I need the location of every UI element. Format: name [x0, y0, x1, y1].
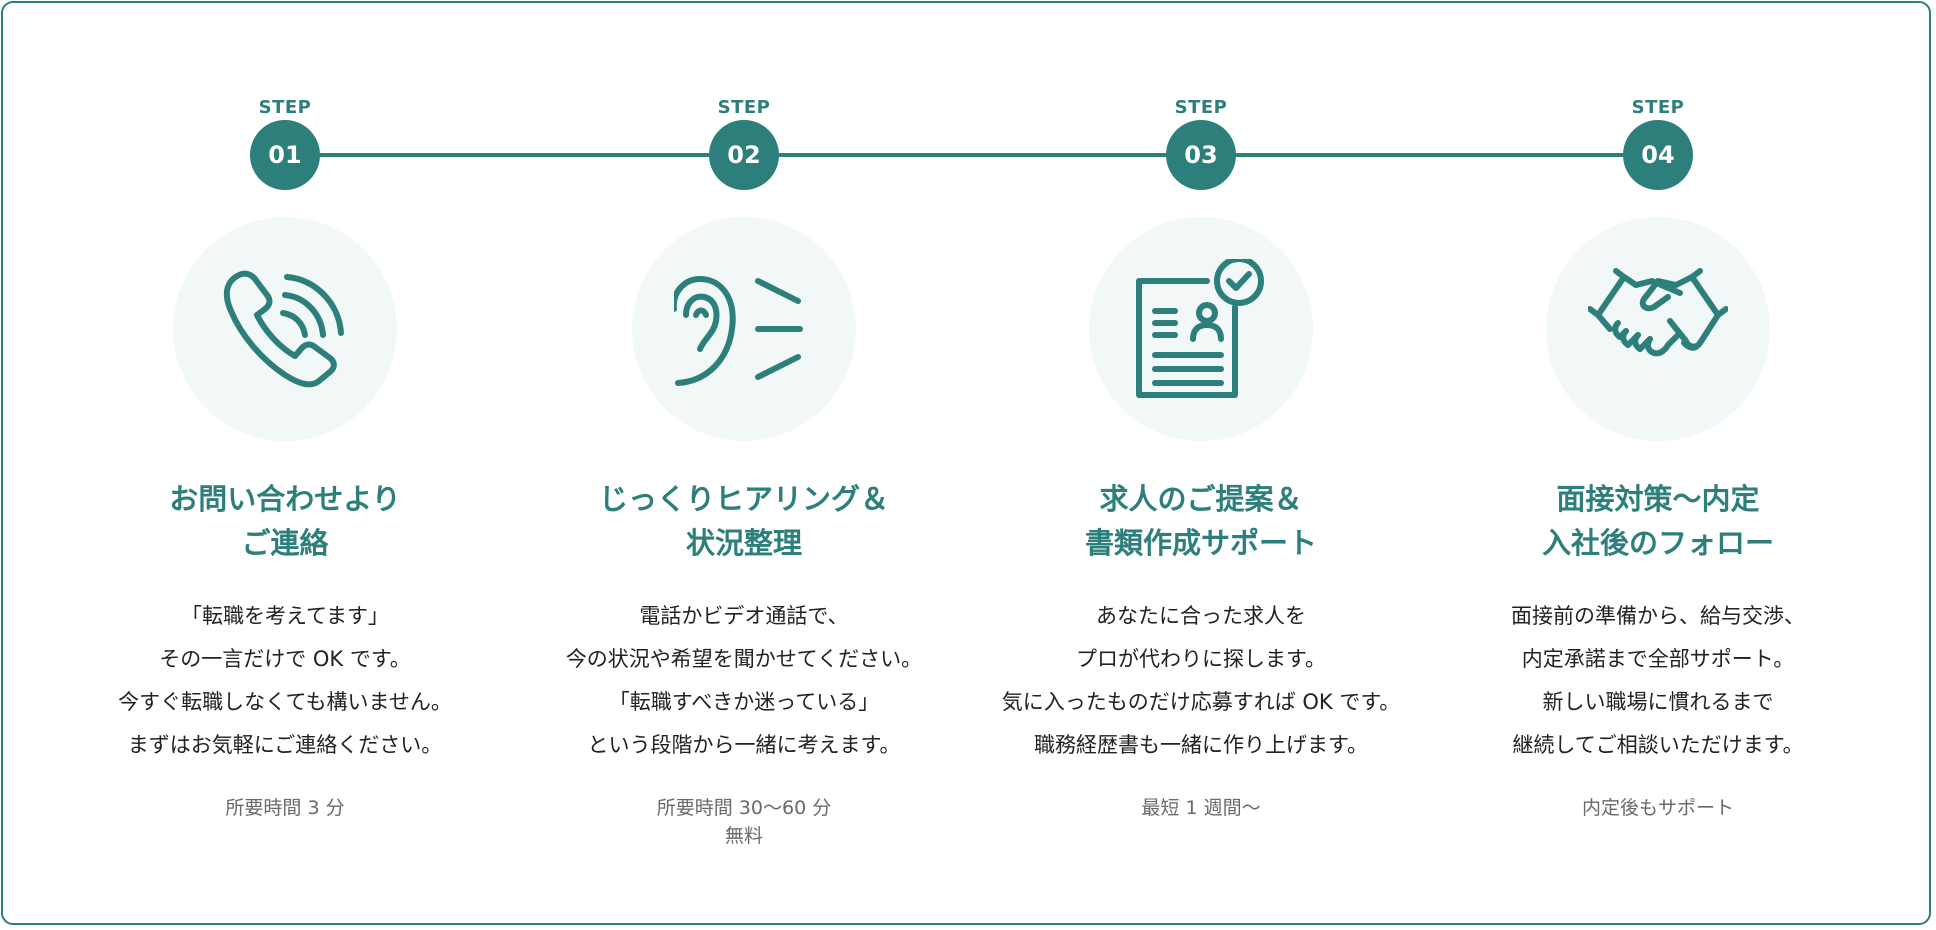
icon-circle: [632, 217, 856, 441]
timeline-line: [285, 153, 1659, 157]
step-note: 所要時間 3 分: [225, 797, 345, 819]
icon-circle: [1546, 217, 1770, 441]
step-label: STEP: [717, 97, 771, 118]
step-description: 面接前の準備から、給与交渉、 内定承諾まで全部サポート。 新しい職場に慣れるまで…: [1511, 604, 1805, 757]
step-title: 求人のご提案＆ 書類作成サポート: [1084, 482, 1317, 560]
handshake-icon: [1588, 268, 1728, 357]
step-note: 最短 1 週間〜: [1141, 797, 1261, 819]
step-title: じっくりヒアリング＆ 状況整理: [598, 482, 889, 560]
step-03: STEP 03 求人のご提案＆ 書類作成サポート あなたに合った求人を: [972, 3, 1430, 927]
step-label: STEP: [1174, 97, 1228, 118]
step-label: STEP: [1631, 97, 1685, 118]
step-number-badge: 01: [250, 120, 320, 190]
step-description: 「転職を考えてます」 その一言だけで OK です。 今すぐ転職しなくても構いませ…: [118, 604, 452, 757]
step-02: STEP 02 じっくりヒアリング＆ 状況整理 電話かビデオ通話で、 今の状況や…: [515, 3, 973, 927]
phone-icon: [223, 270, 344, 388]
step-number-badge: 03: [1166, 120, 1236, 190]
icon-circle: [173, 217, 397, 441]
step-01: STEP 01 お問い合わせより ご連絡 「転職を考えてます」 その一言だけで …: [56, 3, 514, 927]
step-note: 内定後もサポート: [1581, 797, 1734, 819]
step-description: あなたに合った求人を プロが代わりに探します。 気に入ったものだけ応募すれば O…: [1001, 604, 1401, 757]
step-title: 面接対策〜内定 入社後のフォロー: [1541, 482, 1774, 560]
step-title: お問い合わせより ご連絡: [169, 482, 401, 560]
step-number-badge: 04: [1623, 120, 1693, 190]
step-note: 所要時間 30〜60 分 無料: [656, 797, 832, 847]
step-04: STEP 04 面接対策〜内定 入社後のフォロー 面接前の準備から、給与交渉、: [1429, 3, 1887, 927]
step-label: STEP: [258, 97, 312, 118]
step-number-badge: 02: [709, 120, 779, 190]
resume-check-icon: [1136, 259, 1264, 398]
ear-icon: [674, 276, 803, 386]
icon-circle: [1089, 217, 1313, 441]
step-description: 電話かビデオ通話で、 今の状況や希望を聞かせてください。 「転職すべきか迷ってい…: [565, 604, 923, 757]
